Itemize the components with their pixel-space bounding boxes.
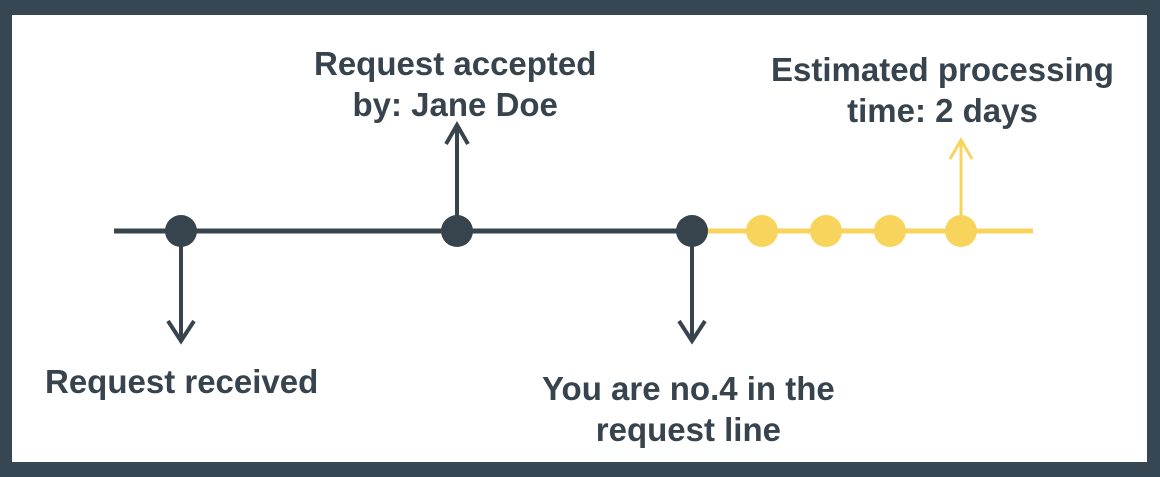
label-line: request line [595, 411, 781, 448]
label-line: Estimated processing [771, 51, 1114, 88]
label-request-accepted: Request accepted by: Jane Doe [314, 43, 596, 125]
label-queue-position: You are no.4 in the request line [542, 368, 835, 450]
arrow-head-accepted [444, 121, 470, 146]
timeline-dot-received [165, 215, 197, 247]
label-line: by: Jane Doe [352, 86, 558, 123]
timeline-dot-pending-3 [874, 215, 906, 247]
timeline-dot-pending-2 [810, 215, 842, 247]
timeline-dot-accepted [441, 215, 473, 247]
label-estimated-time: Estimated processing time: 2 days [771, 49, 1114, 131]
timeline-dot-queue [676, 215, 708, 247]
arrow-head-received [166, 319, 196, 345]
timeline-dot-pending-1 [746, 215, 778, 247]
label-line: time: 2 days [847, 92, 1038, 129]
label-line: Request received [45, 363, 319, 400]
arrow-head-estimate [948, 137, 974, 160]
label-line: Request accepted [314, 45, 597, 82]
label-request-received: Request received [45, 361, 318, 402]
arrow-head-queue [677, 319, 707, 345]
label-line: You are no.4 in the [542, 370, 835, 407]
timeline-dot-estimate [945, 215, 977, 247]
